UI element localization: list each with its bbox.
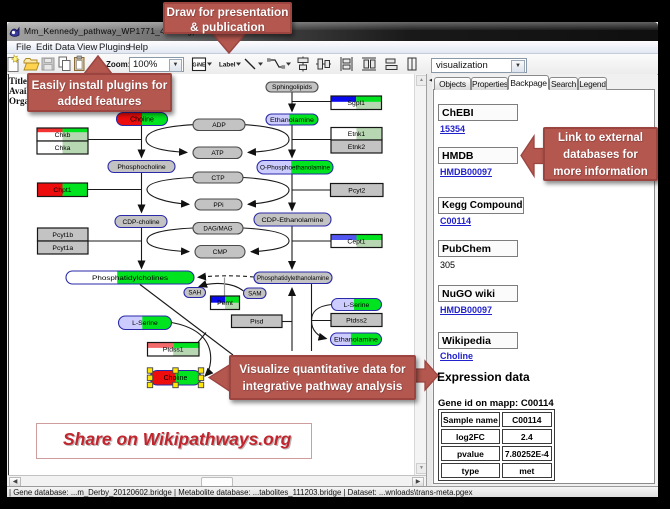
svg-text:Pemt: Pemt bbox=[217, 300, 233, 307]
svg-text:DAG/MAG: DAG/MAG bbox=[203, 225, 232, 232]
svg-text:GiNE: GiNE bbox=[192, 63, 206, 69]
svg-text:SAM: SAM bbox=[248, 290, 261, 297]
svg-text:Pcyt2: Pcyt2 bbox=[348, 187, 365, 194]
svg-text:Ptdss2: Ptdss2 bbox=[346, 317, 367, 324]
svg-text:ATP: ATP bbox=[211, 150, 224, 157]
svg-text:Etnk1: Etnk1 bbox=[348, 131, 366, 138]
svg-text:CDP-Ethanolamine: CDP-Ethanolamine bbox=[262, 217, 324, 224]
svg-text:O-Phosphoethanolamine: O-Phosphoethanolamine bbox=[260, 165, 330, 172]
svg-text:Etnk2: Etnk2 bbox=[348, 144, 366, 151]
svg-text:CTP: CTP bbox=[211, 175, 225, 182]
svg-text:SAH: SAH bbox=[188, 290, 201, 297]
svg-text:L-Serine: L-Serine bbox=[344, 302, 370, 309]
svg-text:Chpt1: Chpt1 bbox=[53, 187, 71, 194]
svg-text:CDP-choline: CDP-choline bbox=[122, 219, 159, 226]
svg-text:CMP: CMP bbox=[213, 249, 228, 256]
svg-text:Cept1: Cept1 bbox=[347, 238, 365, 245]
svg-text:Phosphocholine: Phosphocholine bbox=[117, 164, 166, 171]
svg-text:Ptdss1: Ptdss1 bbox=[163, 347, 184, 354]
svg-text:Pcyt1a: Pcyt1a bbox=[52, 245, 73, 252]
svg-text:Phosphatidylcholines: Phosphatidylcholines bbox=[92, 275, 169, 282]
svg-text:Pcyt1b: Pcyt1b bbox=[52, 232, 73, 239]
svg-text:Phosphatidylethanolamine: Phosphatidylethanolamine bbox=[257, 275, 329, 282]
svg-text:Sgpl1: Sgpl1 bbox=[348, 100, 366, 107]
svg-text:PPi: PPi bbox=[213, 202, 224, 209]
svg-text:L-Serine: L-Serine bbox=[132, 320, 158, 327]
svg-text:ADP: ADP bbox=[212, 122, 226, 129]
svg-text:Chkb: Chkb bbox=[55, 132, 71, 139]
svg-text:Ethanolamine: Ethanolamine bbox=[270, 117, 314, 124]
svg-text:Sphingolipids: Sphingolipids bbox=[272, 84, 312, 91]
svg-text:Choline: Choline bbox=[130, 117, 154, 124]
svg-text:Chka: Chka bbox=[55, 145, 71, 152]
svg-text:Pisd: Pisd bbox=[250, 319, 263, 326]
svg-text:Label: Label bbox=[219, 62, 236, 69]
svg-text:Ethanolamine: Ethanolamine bbox=[334, 337, 378, 344]
svg-text:Choline: Choline bbox=[164, 375, 188, 382]
